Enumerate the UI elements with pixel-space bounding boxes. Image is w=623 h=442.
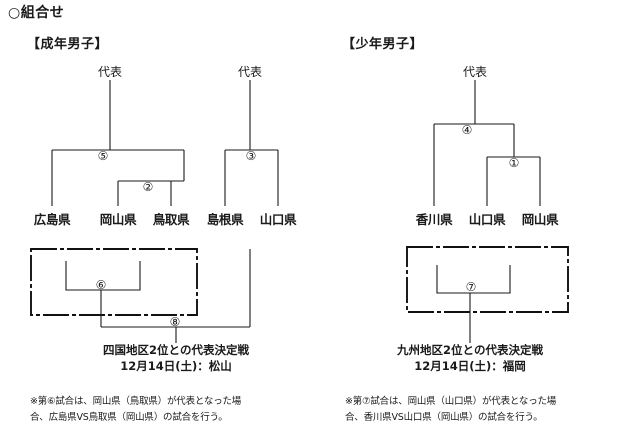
match-number-5: ⑤	[97, 149, 109, 163]
rep-label-adult-left: 代表	[97, 65, 123, 79]
team-label-youth-2: 山口県	[468, 212, 506, 227]
team-label-adult-3: 鳥取県	[152, 212, 190, 227]
match-number-4: ④	[461, 123, 473, 137]
note-line-1-adult: ※第⑥試合は、岡山県（鳥取県）が代表となった場	[30, 396, 242, 407]
match-number-8: ⑧	[169, 315, 181, 329]
match-number-1: ①	[508, 156, 520, 170]
team-label-youth-3: 岡山県	[521, 212, 559, 227]
note-line-2-youth: 合、香川県VS山口県（岡山県）の試合を行う。	[345, 412, 543, 423]
match-number-6: ⑥	[95, 278, 107, 292]
final-match-title-adult: 四国地区2位との代表決定戦	[103, 343, 249, 357]
final-match-title-youth: 九州地区2位との代表決定戦	[397, 343, 543, 357]
final-match-date-youth: 12月14日(土)：福岡	[414, 359, 526, 373]
note-line-1-youth: ※第⑦試合は、岡山県（山口県）が代表となった場	[345, 396, 557, 407]
team-label-youth-1: 香川県	[415, 212, 453, 227]
section-heading-adult-men: 【成年男子】	[27, 37, 109, 52]
rep-label-adult-right: 代表	[237, 65, 263, 79]
team-label-adult-4: 島根県	[206, 212, 244, 227]
page-title: ○組合せ	[8, 5, 65, 21]
match-number-7: ⑦	[465, 280, 477, 294]
playoff-box-youth	[406, 246, 569, 313]
team-label-adult-2: 岡山県	[99, 212, 137, 227]
match-number-3: ③	[245, 149, 257, 163]
section-heading-youth-men: 【少年男子】	[342, 37, 424, 52]
rep-label-youth: 代表	[462, 65, 488, 79]
team-label-adult-5: 山口県	[259, 212, 297, 227]
note-line-2-adult: 合、広島県VS鳥取県（岡山県）の試合を行う。	[30, 412, 228, 423]
playoff-box-adult	[30, 248, 198, 316]
final-match-date-adult: 12月14日(土)：松山	[120, 359, 232, 373]
match-number-2: ②	[142, 180, 154, 194]
team-label-adult-1: 広島県	[33, 212, 71, 227]
